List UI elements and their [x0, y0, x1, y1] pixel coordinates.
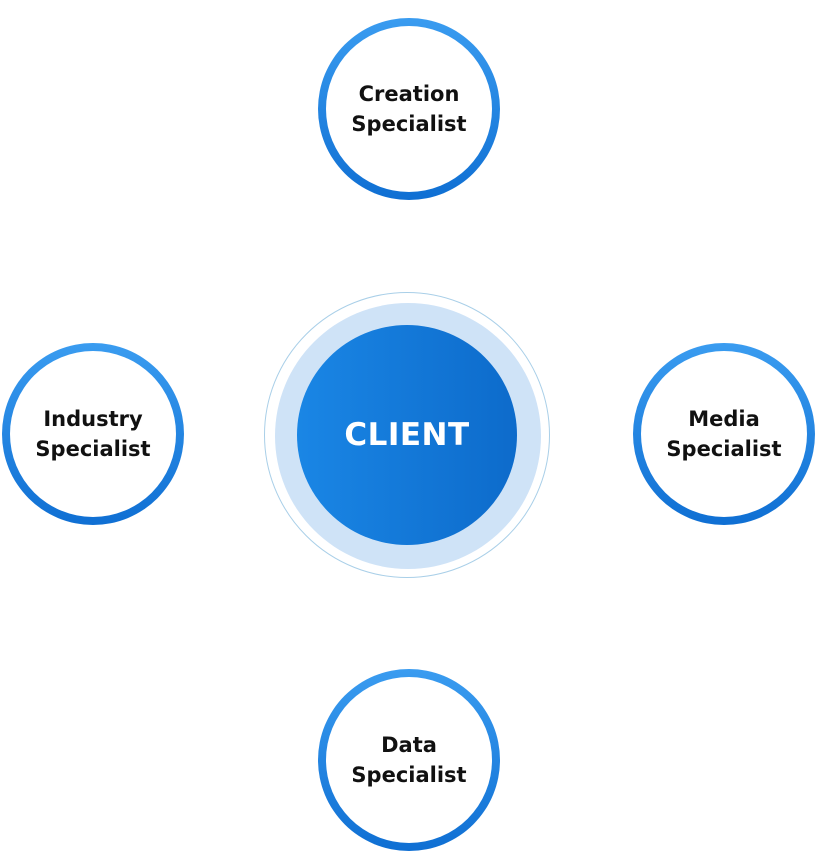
node-inner: Media Specialist	[641, 351, 807, 517]
client-label: CLIENT	[344, 417, 470, 453]
media-specialist-node: Media Specialist	[633, 343, 815, 525]
node-label-line2: Specialist	[35, 437, 151, 461]
node-label: Creation Specialist	[351, 79, 466, 139]
node-label: Media Specialist	[666, 404, 781, 464]
node-label-line2: Specialist	[351, 763, 467, 787]
creation-specialist-node: Creation Specialist	[318, 18, 500, 200]
node-label-line1: Data	[381, 733, 437, 757]
node-label-line2: Specialist	[351, 112, 467, 136]
industry-specialist-node: Industry Specialist	[2, 343, 184, 525]
node-label-line1: Industry	[43, 407, 143, 431]
node-inner: Data Specialist	[326, 677, 492, 843]
node-inner: Industry Specialist	[10, 351, 176, 517]
data-specialist-node: Data Specialist	[318, 669, 500, 851]
node-inner: Creation Specialist	[326, 26, 492, 192]
node-label-line2: Specialist	[666, 437, 782, 461]
node-label: Industry Specialist	[35, 404, 150, 464]
node-label: Data Specialist	[351, 730, 466, 790]
node-label-line1: Creation	[358, 82, 460, 106]
client-hub: CLIENT	[297, 325, 517, 545]
node-label-line1: Media	[688, 407, 760, 431]
